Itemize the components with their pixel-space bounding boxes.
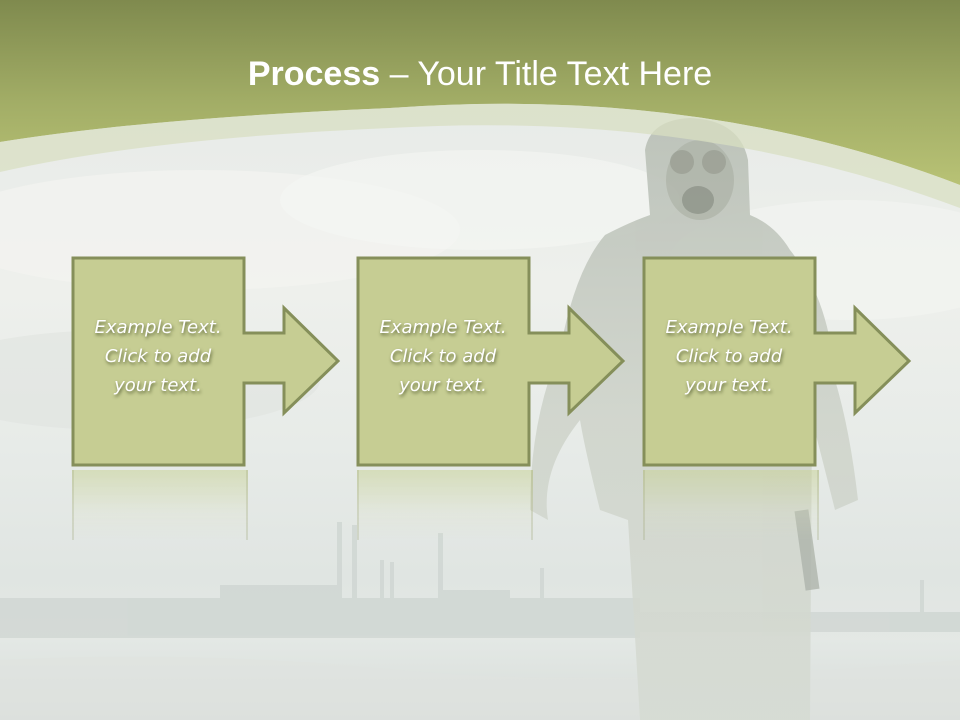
step-3-text[interactable]: Example Text. Click to add your text. — [643, 313, 815, 400]
step-1-text[interactable]: Example Text. Click to add your text. — [72, 313, 244, 400]
process-step-2[interactable]: Example Text. Click to add your text. — [356, 256, 627, 467]
slide-title[interactable]: Process – Your Title Text Here — [0, 50, 960, 98]
arrow-callout-shape-icon — [71, 256, 341, 467]
step-2-line-1: Example Text. — [379, 317, 507, 338]
step-3-reflection — [643, 470, 819, 540]
step-1-line-2: Click to add — [104, 346, 212, 367]
step-2-line-3: your text. — [399, 375, 487, 396]
step-3-line-1: Example Text. — [665, 317, 793, 338]
title-bold: Process — [247, 55, 381, 93]
step-2-reflection — [357, 470, 533, 540]
step-2-line-2: Click to add — [389, 346, 497, 367]
arrow-callout-shape-icon — [356, 256, 626, 467]
step-2-text[interactable]: Example Text. Click to add your text. — [357, 313, 529, 400]
step-3-line-2: Click to add — [675, 346, 783, 367]
step-3-line-3: your text. — [685, 375, 773, 396]
title-rest: – Your Title Text Here — [380, 55, 713, 93]
step-1-line-3: your text. — [114, 375, 202, 396]
step-1-line-1: Example Text. — [94, 317, 222, 338]
process-step-1[interactable]: Example Text. Click to add your text. — [71, 256, 342, 467]
step-1-reflection — [72, 470, 248, 540]
process-step-3[interactable]: Example Text. Click to add your text. — [642, 256, 913, 467]
arrow-callout-shape-icon — [642, 256, 912, 467]
